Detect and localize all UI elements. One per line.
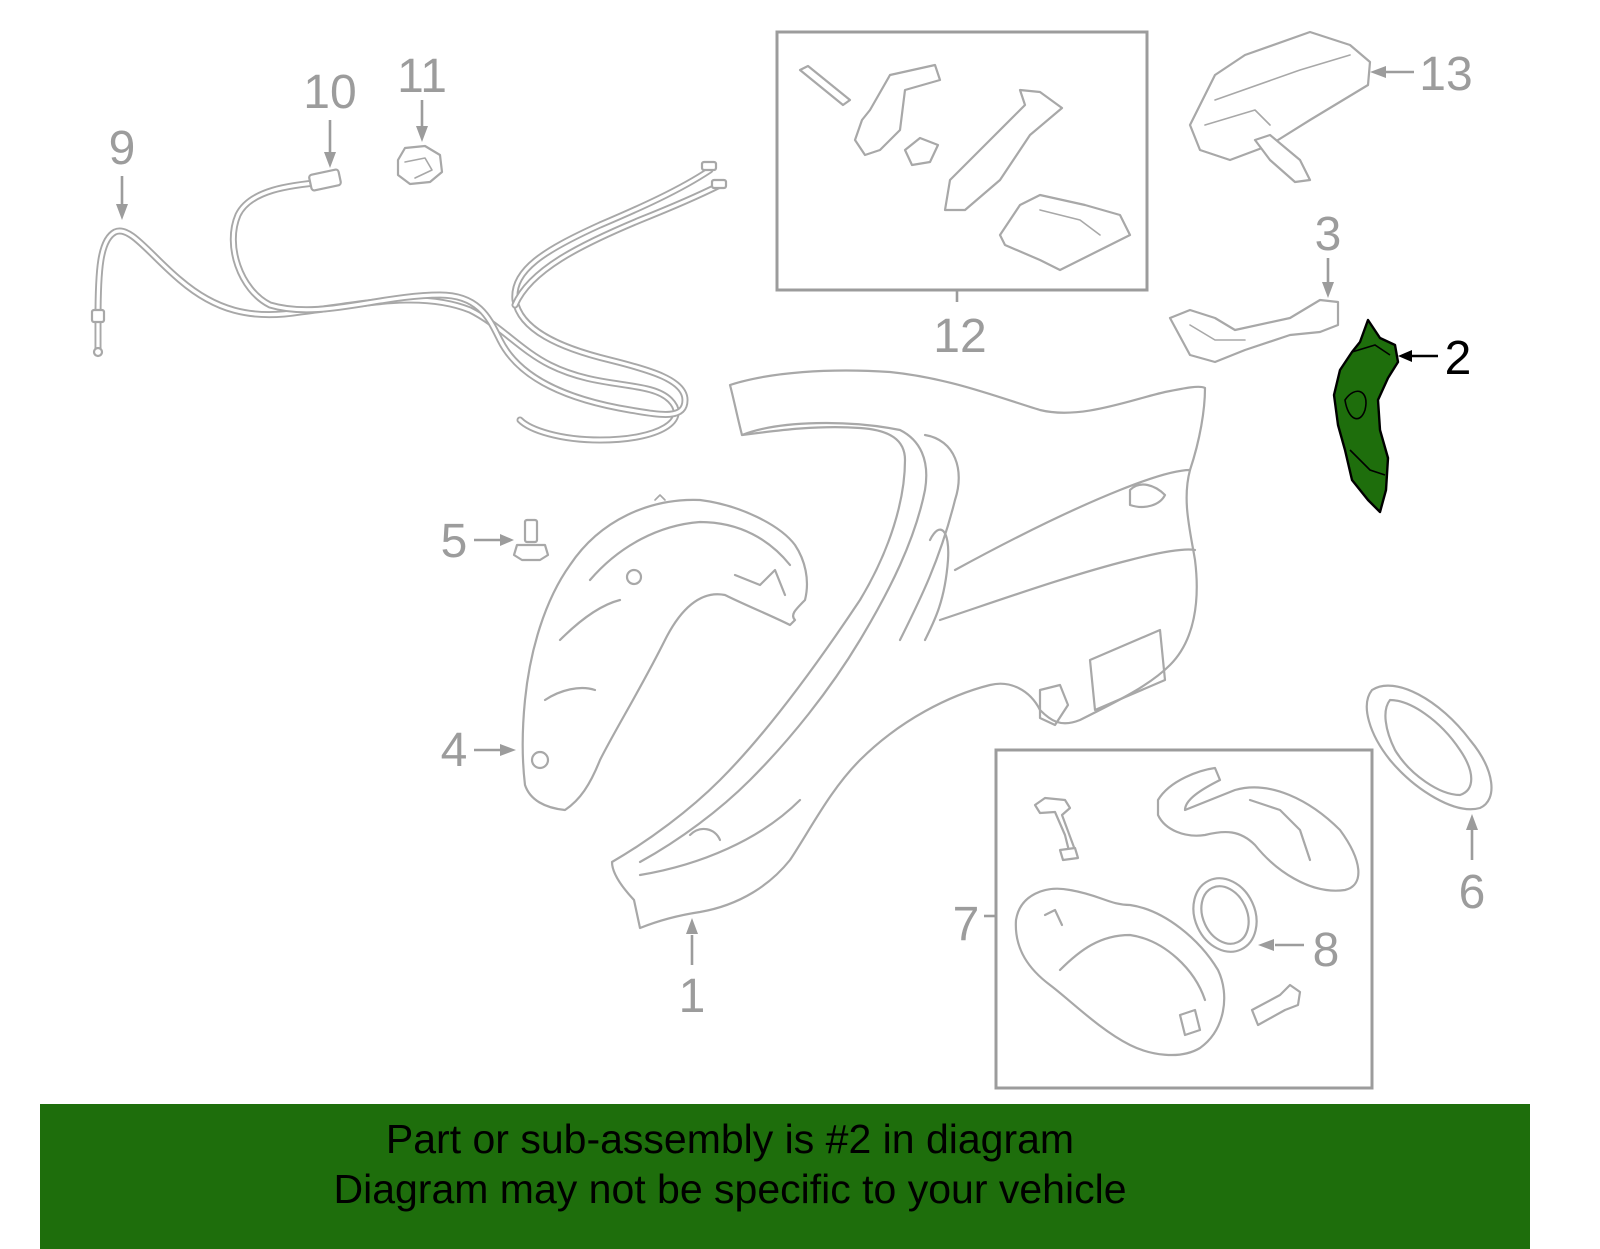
part-11-clip[interactable] xyxy=(396,144,444,186)
callout-8: 8 xyxy=(1258,924,1339,977)
callout-11-label: 11 xyxy=(397,50,447,103)
callout-8-label: 8 xyxy=(1313,924,1340,977)
part-3-bracket[interactable] xyxy=(1168,298,1340,364)
part-7-filler-housing-kit[interactable] xyxy=(994,748,1374,1090)
callout-12-label: 12 xyxy=(933,310,986,363)
part-2-fuel-filler-pocket[interactable] xyxy=(1332,318,1400,514)
callout-10-label: 10 xyxy=(303,66,356,119)
callout-13-label: 13 xyxy=(1419,48,1472,101)
callout-2: 2 xyxy=(1398,332,1471,385)
callout-1: 1 xyxy=(679,918,706,1023)
part-1-quarter-panel[interactable] xyxy=(610,369,1207,930)
part-9-release-cable[interactable] xyxy=(90,227,680,444)
callout-6: 6 xyxy=(1459,814,1486,919)
part-10-release-cable[interactable] xyxy=(229,160,728,418)
callout-5: 5 xyxy=(441,515,514,568)
part-6-fuel-door[interactable] xyxy=(1365,684,1493,811)
callout-5-label: 5 xyxy=(441,515,468,568)
callout-12: 12 xyxy=(933,310,986,363)
callout-3-label: 3 xyxy=(1315,208,1342,261)
callout-2-label: 2 xyxy=(1445,332,1472,385)
notice-banner: Part or sub-assembly is #2 in diagram Di… xyxy=(40,1104,1530,1249)
callout-6-label: 6 xyxy=(1459,866,1486,919)
part-4-wheel-liner[interactable] xyxy=(521,494,809,812)
part-13-housing[interactable] xyxy=(1188,30,1372,184)
callout-11: 11 xyxy=(397,50,447,142)
callout-4-label: 4 xyxy=(441,724,468,777)
callout-10: 10 xyxy=(303,66,357,168)
callout-1-label: 1 xyxy=(679,970,706,1023)
callout-13: 13 xyxy=(1370,48,1473,101)
callout-9: 9 xyxy=(109,122,136,220)
callout-4: 4 xyxy=(441,724,516,777)
part-12-hinge-kit[interactable] xyxy=(775,30,1149,302)
callout-3: 3 xyxy=(1315,208,1342,298)
banner-part-notice: Part or sub-assembly is #2 in diagram xyxy=(385,1116,1075,1162)
callout-7-label: 7 xyxy=(953,898,980,951)
callout-9-label: 9 xyxy=(109,122,136,175)
banner-disclaimer: Diagram may not be specific to your vehi… xyxy=(333,1166,1127,1212)
callout-7: 7 xyxy=(953,898,996,951)
part-5-bolt[interactable] xyxy=(512,518,550,562)
